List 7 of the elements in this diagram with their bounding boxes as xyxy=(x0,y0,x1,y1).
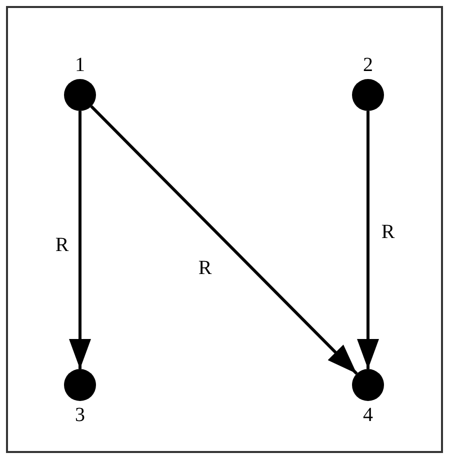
node-number: 1 xyxy=(75,55,85,75)
node-number: 2 xyxy=(363,55,373,75)
node-number: 4 xyxy=(363,405,373,425)
node-number: 3 xyxy=(75,405,85,425)
arrow xyxy=(357,111,379,369)
arrow xyxy=(90,105,358,375)
arrow xyxy=(69,111,91,369)
